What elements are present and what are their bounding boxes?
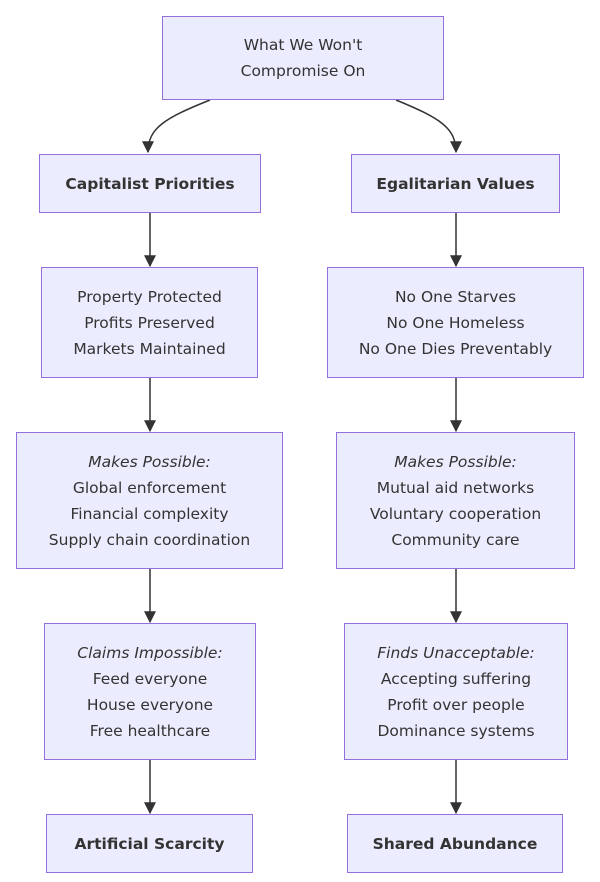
right-protects-item: No One Dies Preventably <box>358 339 553 358</box>
right-makes-possible-item: Community care <box>391 530 520 549</box>
right-makes-possible-item: Mutual aid networks <box>376 478 535 497</box>
left-claims-impossible-heading: Claims Impossible: <box>77 643 223 662</box>
right-finds-unacceptable-item: Dominance systems <box>377 721 535 740</box>
node-left-claims-impossible: Claims Impossible: Feed everyone House e… <box>44 623 256 760</box>
node-shared-abundance-label: Shared Abundance <box>372 834 538 853</box>
edge-root-to-egalitarian <box>395 99 462 154</box>
left-makes-possible-item: Supply chain coordination <box>48 530 251 549</box>
left-protects-item: Property Protected <box>77 287 222 306</box>
node-right-makes-possible: Makes Possible: Mutual aid networks Volu… <box>336 432 575 569</box>
left-makes-possible-item: Financial complexity <box>70 504 229 523</box>
left-claims-impossible-item: House everyone <box>86 695 214 714</box>
node-shared-abundance: Shared Abundance <box>347 814 563 873</box>
right-finds-unacceptable-item: Profit over people <box>387 695 525 714</box>
node-capitalist-priorities: Capitalist Priorities <box>39 154 261 213</box>
right-makes-possible-heading: Makes Possible: <box>394 452 517 471</box>
node-artificial-scarcity: Artificial Scarcity <box>46 814 253 873</box>
right-finds-unacceptable-item: Accepting suffering <box>380 669 532 688</box>
node-left-makes-possible: Makes Possible: Global enforcement Finan… <box>16 432 283 569</box>
node-egalitarian-values-label: Egalitarian Values <box>376 174 535 193</box>
edge-root-to-capitalist <box>142 99 211 154</box>
right-protects-item: No One Starves <box>394 287 517 306</box>
left-claims-impossible-item: Free healthcare <box>89 721 211 740</box>
node-capitalist-priorities-label: Capitalist Priorities <box>65 174 235 193</box>
node-root-line-2: Compromise On <box>240 62 366 80</box>
node-root-line-1: What We Won't <box>243 36 363 54</box>
node-artificial-scarcity-label: Artificial Scarcity <box>74 834 225 853</box>
left-protects-item: Markets Maintained <box>73 339 226 358</box>
node-left-protects: Property Protected Profits Preserved Mar… <box>41 267 258 378</box>
left-makes-possible-heading: Makes Possible: <box>88 452 211 471</box>
left-claims-impossible-item: Feed everyone <box>92 669 208 688</box>
right-makes-possible-item: Voluntary cooperation <box>369 504 542 523</box>
node-right-finds-unacceptable: Finds Unacceptable: Accepting suffering … <box>344 623 568 760</box>
node-egalitarian-values: Egalitarian Values <box>351 154 560 213</box>
node-right-protects: No One Starves No One Homeless No One Di… <box>327 267 584 378</box>
node-root: What We Won't Compromise On <box>162 16 444 100</box>
left-makes-possible-item: Global enforcement <box>72 478 227 497</box>
right-finds-unacceptable-heading: Finds Unacceptable: <box>377 643 535 662</box>
left-protects-item: Profits Preserved <box>84 313 215 332</box>
right-protects-item: No One Homeless <box>386 313 525 332</box>
